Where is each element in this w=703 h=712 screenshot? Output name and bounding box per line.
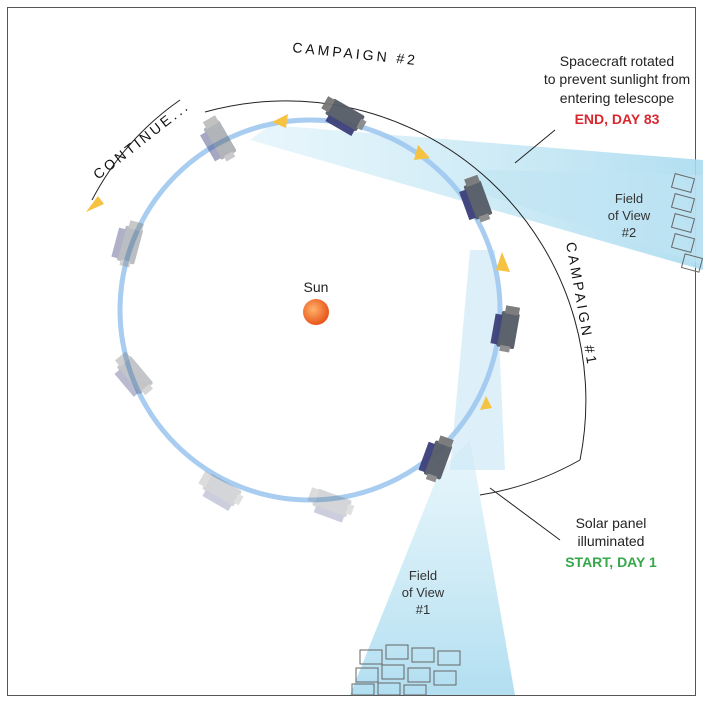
field-of-view-1-beam-upper <box>450 250 505 470</box>
end-callout-line <box>514 129 556 164</box>
continue-arc <box>91 99 181 201</box>
start-note-1: Solar panel <box>576 515 647 531</box>
start-note-2: illuminated <box>578 533 645 549</box>
fov2-label-3: #2 <box>622 225 636 240</box>
end-note-2: to prevent sunlight from <box>544 71 690 87</box>
continue-label: CONTINUE... <box>90 97 193 182</box>
fov1-label-2: of View <box>402 585 445 600</box>
fov1-label-1: Field <box>409 568 437 583</box>
fov1-label-3: #1 <box>416 602 430 617</box>
fov2-label-2: of View <box>608 208 651 223</box>
campaign-arc-lower <box>479 459 581 496</box>
end-note-3: entering telescope <box>560 90 675 106</box>
end-label: END, DAY 83 <box>575 111 660 127</box>
sun-label: Sun <box>304 279 329 295</box>
campaign-1-label: CAMPAIGN #1 <box>563 241 601 368</box>
star-field-icon <box>351 173 703 696</box>
orbit-arrows <box>272 114 510 410</box>
direction-arrow-icon <box>86 196 104 212</box>
field-of-view-2-beam-inner <box>470 170 703 265</box>
fov2-label-1: Field <box>615 191 643 206</box>
campaign-arc <box>204 100 587 461</box>
sun-icon <box>303 299 329 325</box>
campaign-2-label: CAMPAIGN #2 <box>292 39 419 68</box>
start-callout-line <box>489 487 561 541</box>
start-label: START, DAY 1 <box>565 554 657 570</box>
end-note-1: Spacecraft rotated <box>560 53 674 69</box>
field-of-view-1-beam <box>350 440 515 695</box>
